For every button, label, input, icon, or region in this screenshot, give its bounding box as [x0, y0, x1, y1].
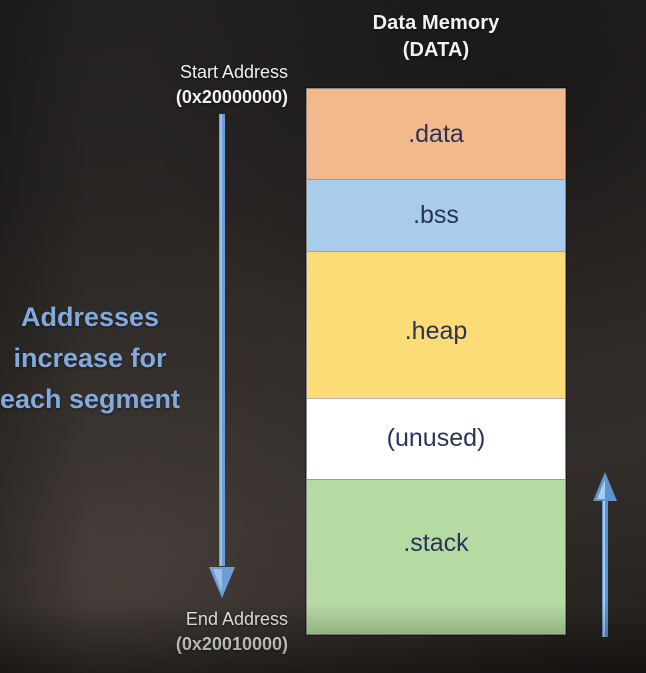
title-line-2: (DATA) [402, 39, 470, 61]
addresses-increase-note: Addresses increase for each segment [0, 297, 202, 420]
note-line-1: Addresses [20, 302, 160, 332]
start-address-title: Start Address [179, 62, 288, 82]
segment-unused-label: (unused) [386, 424, 486, 452]
end-address-value: (0x20010000) [175, 634, 288, 654]
data-memory-map: .data .bss .heap (unused) .stack [306, 88, 566, 635]
address-direction-down-arrow [209, 114, 235, 598]
page-title: Data Memory (DATA) [306, 10, 566, 64]
start-address-label: Start Address (0x20000000) [88, 60, 288, 110]
segment-divider [307, 179, 565, 180]
segment-heap[interactable]: .heap [307, 251, 565, 398]
stack-growth-up-arrow [593, 472, 617, 637]
segment-bss[interactable]: .bss [307, 179, 565, 251]
segment-divider [307, 251, 565, 252]
segment-stack[interactable]: .stack [307, 479, 565, 634]
note-line-3: each segment [0, 384, 181, 414]
segment-heap-label: .heap [404, 317, 468, 345]
segment-bss-label: .bss [413, 200, 459, 229]
end-address-title: End Address [185, 609, 288, 629]
segment-unused[interactable]: (unused) [307, 398, 565, 479]
title-line-1: Data Memory [372, 12, 500, 34]
start-address-value: (0x20000000) [175, 87, 288, 107]
segment-data[interactable]: .data [307, 89, 565, 179]
segment-divider [307, 398, 565, 399]
segment-stack-label: .stack [403, 529, 469, 557]
segment-divider [307, 479, 565, 480]
segment-data-label: .data [408, 119, 464, 148]
end-address-label: End Address (0x20010000) [88, 607, 288, 657]
note-line-2: increase for [13, 343, 167, 373]
